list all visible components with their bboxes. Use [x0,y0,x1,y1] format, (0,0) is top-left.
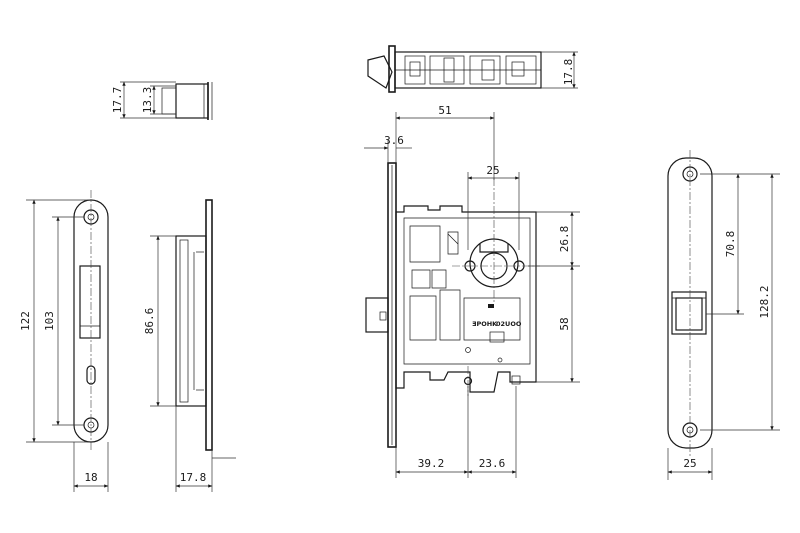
dim-122: 122 [19,311,32,331]
dim-70-8: 70.8 [724,231,737,258]
dim-58: 58 [558,317,571,330]
dim-13-3: 13.3 [141,87,154,114]
marking-plate [463,297,521,341]
dim-3-6: 3.6 [384,134,404,147]
dim-26-8: 26.8 [558,226,571,253]
top-strike-view: 17.7 13.3 [111,81,213,120]
code-marking: 02UOO [496,320,522,328]
dim-18: 18 [84,471,97,484]
top-lock-view: 17.8 [367,45,578,93]
hub-screw-left [464,260,476,272]
dim-17-8-top: 17.8 [562,59,575,86]
strike-lip [161,87,177,115]
dim-86-6: 86.6 [143,308,156,335]
case-outline [395,205,537,393]
dim-17-8-side: 17.8 [180,471,207,484]
strike-opening [671,291,707,335]
dim-25-strike: 25 [683,457,696,470]
dim-51: 51 [438,104,451,117]
main-lock-body: ƎPOHK 02UOO 51 3.6 25 26.8 58 39.2 [364,104,580,478]
dim-17-7: 17.7 [111,87,124,114]
side-view: 86.6 17.8 [143,199,236,492]
dim-128-2: 128.2 [758,285,771,318]
left-faceplate-front: 122 103 18 [19,190,109,492]
dim-39-2: 39.2 [418,457,445,470]
side-body [175,235,207,407]
side-faceplate [205,199,213,451]
brand-marking: ƎPOHK [472,320,498,328]
strike-box-outline [175,83,209,119]
right-strike-plate: 70.8 128.2 25 [667,150,780,480]
dim-25-hub: 25 [486,164,499,177]
dim-103: 103 [43,311,56,331]
latch-opening [79,265,101,339]
latch-bolt [365,297,389,333]
dim-23-6: 23.6 [479,457,506,470]
